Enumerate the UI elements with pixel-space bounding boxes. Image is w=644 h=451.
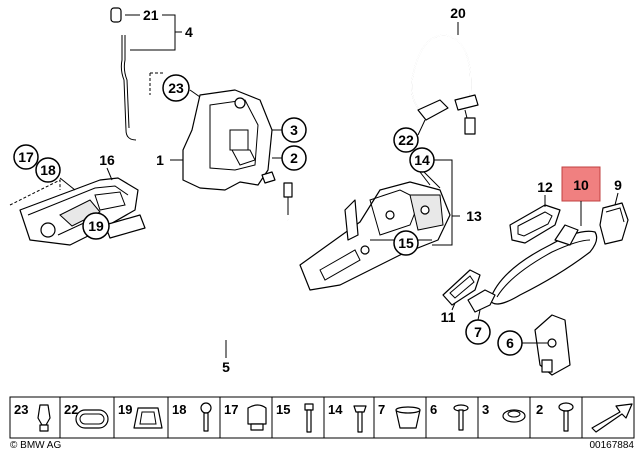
callout-3: 3 <box>290 122 298 138</box>
part-10-outer-handle <box>489 224 598 305</box>
callout-1: 1 <box>156 152 164 168</box>
callout-10: 10 <box>573 177 589 193</box>
strip-label-23: 23 <box>14 402 28 417</box>
callout-5: 5 <box>222 359 230 375</box>
strip-label-17: 17 <box>224 402 238 417</box>
strip-part-2-screw-icon <box>558 402 574 432</box>
strip-part-22-icon <box>75 409 109 429</box>
callout-16: 16 <box>99 152 115 168</box>
strip-label-14: 14 <box>328 402 343 417</box>
part-12-gasket <box>509 204 561 244</box>
strip-label-19: 19 <box>118 402 132 417</box>
strip-label-22: 22 <box>64 402 78 417</box>
strip-part-3-washer-icon <box>502 409 526 423</box>
callout-19: 19 <box>88 218 104 234</box>
callout-22: 22 <box>398 132 414 148</box>
callout-23: 23 <box>168 80 184 96</box>
part-11-gasket <box>442 269 481 306</box>
callout-14: 14 <box>414 152 430 168</box>
callout-22-circle <box>393 127 419 153</box>
strip-part-15-screw-icon <box>304 403 314 433</box>
callout-20: 20 <box>450 5 466 21</box>
diagram-number: 00167884 <box>590 440 635 451</box>
callout-17-circle <box>13 144 39 170</box>
part-21-clip <box>110 7 122 23</box>
leader-23-dash <box>149 72 165 95</box>
part-4-rod <box>120 35 137 141</box>
part-5-bowden-cable <box>137 182 295 340</box>
callout-2-circle <box>281 145 307 171</box>
strip-part-17-icon <box>247 404 267 431</box>
callout-2: 2 <box>290 150 298 166</box>
callout-21: 21 <box>143 7 159 23</box>
part-9-end-cap <box>599 202 629 245</box>
callout-15: 15 <box>398 235 414 251</box>
strip-label-7: 7 <box>378 402 385 417</box>
part-7-clip <box>467 289 496 313</box>
copyright-text: © BMW AG <box>10 440 61 451</box>
callout-17: 17 <box>18 149 34 165</box>
callout-23-circle <box>162 74 190 102</box>
strip-part-14-screw-icon <box>353 405 367 433</box>
part-1-lock-housing <box>182 89 276 191</box>
callout-6: 6 <box>506 335 514 351</box>
strip-part-19-icon <box>133 407 163 429</box>
strip-label-6: 6 <box>430 402 437 417</box>
callout-18: 18 <box>40 162 56 178</box>
callout-18-circle <box>35 157 61 183</box>
callout-3-circle <box>281 117 307 143</box>
strip-label-2: 2 <box>536 402 543 417</box>
callout-19-circle <box>82 212 110 240</box>
part-20-cable <box>410 34 479 135</box>
strip-part-18-screw-icon <box>200 402 212 432</box>
callout-11: 11 <box>441 309 456 325</box>
direction-arrow-icon <box>591 403 633 433</box>
callout-13: 13 <box>466 208 482 224</box>
callout-15-circle <box>393 230 419 256</box>
callout-4: 4 <box>185 24 193 40</box>
strip-part-6-screw-icon <box>453 404 469 431</box>
part-6-bracket <box>534 314 571 376</box>
strip-label-3: 3 <box>482 402 489 417</box>
strip-frame <box>9 396 635 439</box>
strip-part-7-plug-icon <box>395 406 421 429</box>
strip-label-15: 15 <box>276 402 290 417</box>
part-16-interior-handle <box>19 177 146 246</box>
callout-12: 12 <box>537 179 553 195</box>
callout-14-circle <box>409 147 435 173</box>
callout-9: 9 <box>614 177 622 193</box>
part-13-handle-carrier <box>299 181 451 291</box>
small-parts-strip: 23 22 19 18 17 15 <box>9 396 635 439</box>
callout-7: 7 <box>474 324 482 340</box>
strip-label-18: 18 <box>172 402 186 417</box>
strip-part-23-icon <box>37 404 51 432</box>
